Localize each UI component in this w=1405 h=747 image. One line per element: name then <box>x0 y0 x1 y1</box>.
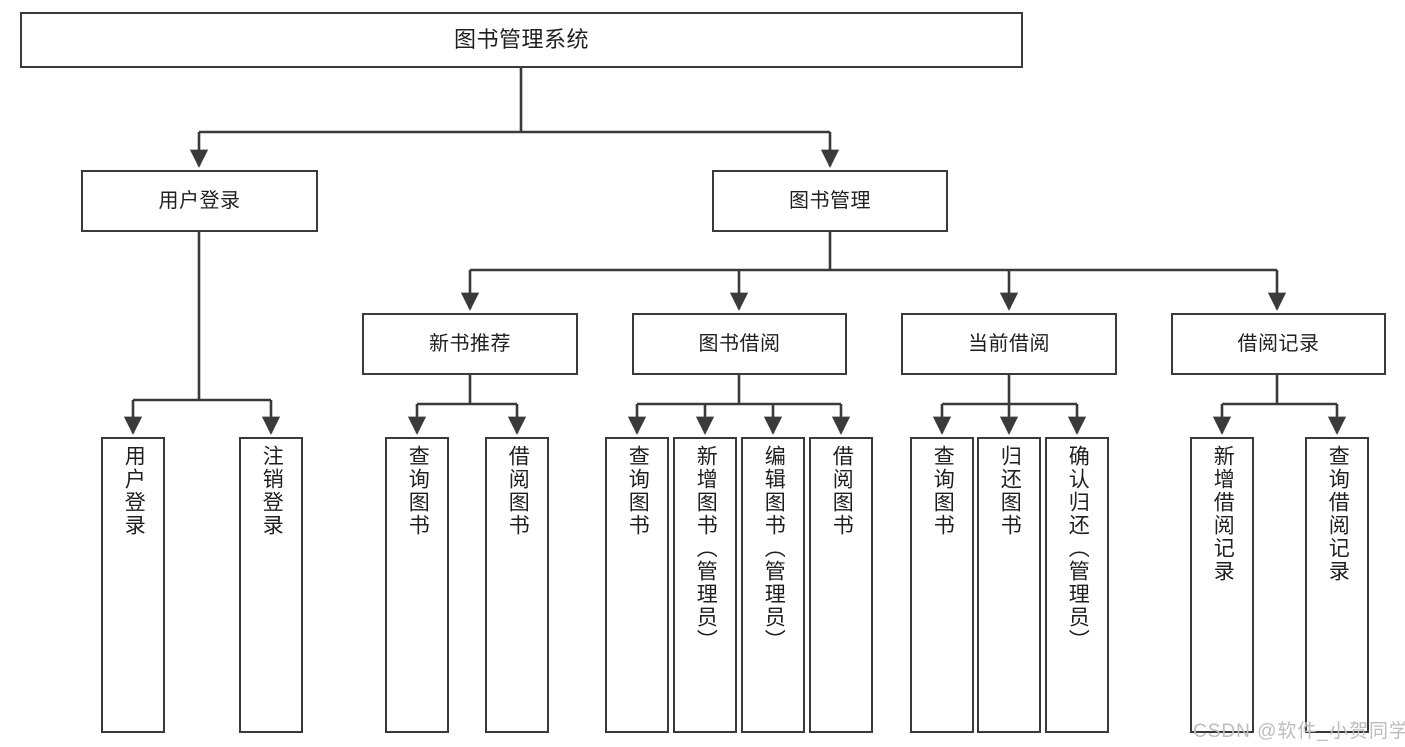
node-root[interactable]: 图书管理系统 <box>20 12 1023 68</box>
node-leaf-add-book[interactable]: 新增图书（管理员） <box>673 437 737 733</box>
node-leaf-logout-label: 注销登录 <box>260 445 284 537</box>
node-leaf-query-record-label: 查询借阅记录 <box>1326 445 1350 583</box>
node-leaf-edit-book-label: 编辑图书（管理员） <box>762 445 786 652</box>
node-borrow-record[interactable]: 借阅记录 <box>1171 313 1386 375</box>
node-leaf-confirm-return-label: 确认归还（管理员） <box>1066 445 1090 652</box>
node-leaf-query-book-3-label: 查询图书 <box>931 445 955 537</box>
node-user-login-label: 用户登录 <box>158 189 241 212</box>
node-leaf-borrow-book-2-label: 借阅图书 <box>830 445 854 537</box>
node-leaf-user-login[interactable]: 用户登录 <box>101 437 165 733</box>
node-new-book-recommend[interactable]: 新书推荐 <box>362 313 578 375</box>
node-user-login[interactable]: 用户登录 <box>81 170 318 232</box>
node-leaf-edit-book[interactable]: 编辑图书（管理员） <box>741 437 805 733</box>
node-leaf-borrow-book-2[interactable]: 借阅图书 <box>809 437 873 733</box>
node-leaf-add-book-label: 新增图书（管理员） <box>694 445 718 652</box>
node-leaf-query-book-3[interactable]: 查询图书 <box>910 437 974 733</box>
watermark-text: CSDN @软件_小贺同学 <box>1193 721 1405 742</box>
node-book-borrow[interactable]: 图书借阅 <box>632 313 847 375</box>
node-leaf-add-record[interactable]: 新增借阅记录 <box>1190 437 1254 733</box>
node-leaf-add-record-label: 新增借阅记录 <box>1211 445 1235 583</box>
node-leaf-borrow-book-1[interactable]: 借阅图书 <box>485 437 549 733</box>
node-current-borrow[interactable]: 当前借阅 <box>901 313 1117 375</box>
node-root-label: 图书管理系统 <box>453 27 589 53</box>
node-book-borrow-label: 图书借阅 <box>698 332 781 355</box>
node-book-management-label: 图书管理 <box>789 189 871 212</box>
node-leaf-query-book-1[interactable]: 查询图书 <box>385 437 449 733</box>
node-leaf-query-book-2[interactable]: 查询图书 <box>605 437 669 733</box>
node-leaf-query-book-2-label: 查询图书 <box>626 445 650 537</box>
node-leaf-return-book-label: 归还图书 <box>998 445 1022 537</box>
node-leaf-user-login-label: 用户登录 <box>122 445 146 537</box>
node-leaf-query-book-1-label: 查询图书 <box>406 445 430 537</box>
node-leaf-return-book[interactable]: 归还图书 <box>977 437 1041 733</box>
node-leaf-query-record[interactable]: 查询借阅记录 <box>1305 437 1369 733</box>
node-leaf-confirm-return[interactable]: 确认归还（管理员） <box>1045 437 1109 733</box>
node-leaf-logout[interactable]: 注销登录 <box>239 437 303 733</box>
node-new-book-recommend-label: 新书推荐 <box>429 332 511 355</box>
node-current-borrow-label: 当前借阅 <box>968 332 1050 355</box>
node-leaf-borrow-book-1-label: 借阅图书 <box>506 445 530 537</box>
node-book-management[interactable]: 图书管理 <box>712 170 948 232</box>
node-borrow-record-label: 借阅记录 <box>1237 332 1320 355</box>
